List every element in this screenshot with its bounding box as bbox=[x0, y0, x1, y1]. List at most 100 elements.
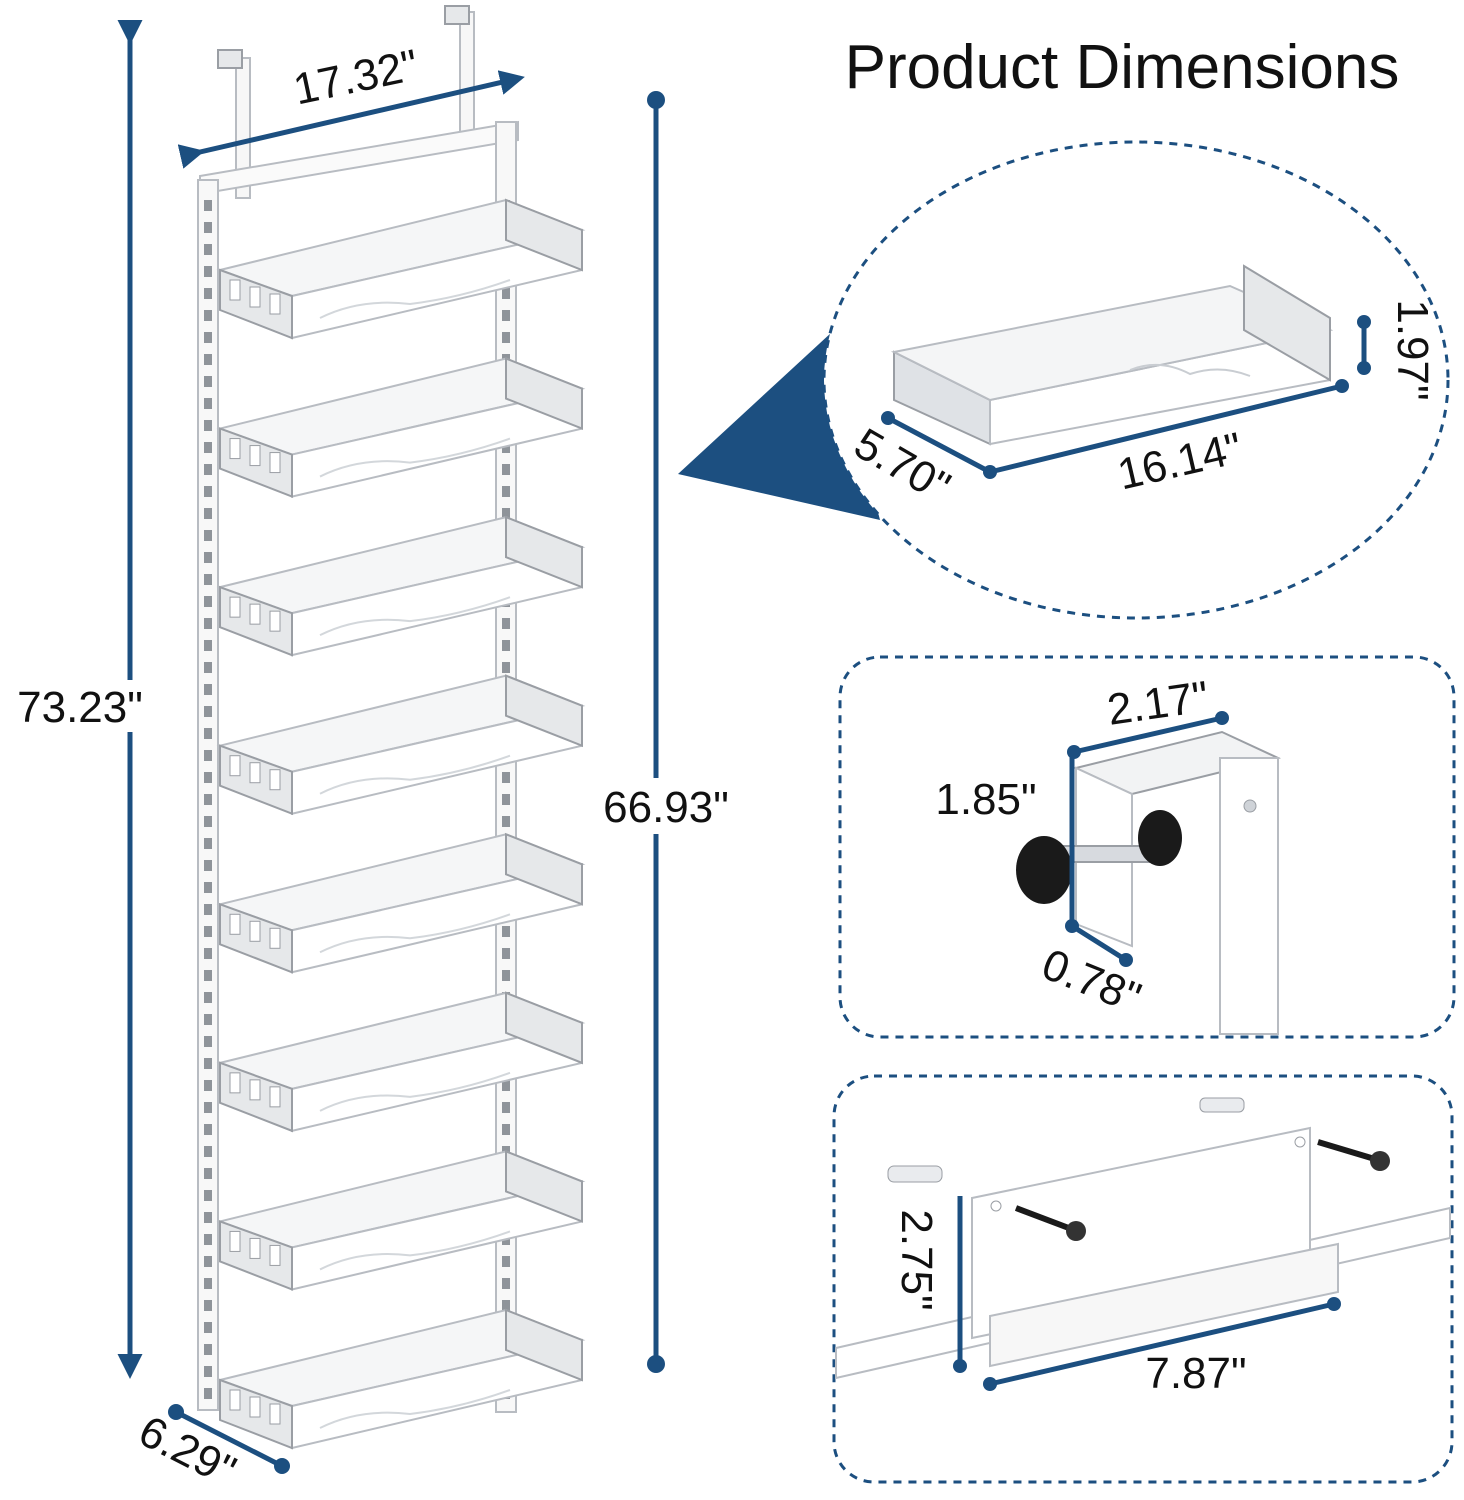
upright-slot bbox=[204, 244, 212, 255]
upright-slot bbox=[204, 1234, 212, 1245]
upright-slot bbox=[204, 1102, 212, 1113]
upright-slot bbox=[204, 1014, 212, 1025]
upright-slot bbox=[204, 508, 212, 519]
basket-illustration bbox=[890, 264, 1334, 861]
wall-bracket-illustration bbox=[835, 1097, 1451, 1380]
upright-slot bbox=[204, 332, 212, 343]
upright-slot bbox=[204, 266, 212, 277]
upright-slot bbox=[204, 420, 212, 431]
upright-slot bbox=[204, 530, 212, 541]
upright-slot bbox=[502, 1102, 510, 1113]
rack-rail-height-dimension: 66.93" bbox=[580, 91, 750, 1373]
upright-slot bbox=[204, 1366, 212, 1377]
basket-detail-callout: 1.97" 5.70" 16.14" bbox=[678, 140, 1450, 861]
upright-slot bbox=[204, 794, 212, 805]
upright-slot bbox=[204, 354, 212, 365]
rack-shelf bbox=[216, 991, 586, 1133]
upright-slot bbox=[204, 398, 212, 409]
upright-slot bbox=[204, 596, 212, 607]
upright-slot bbox=[204, 464, 212, 475]
wall-bracket-detail-panel: 2.75" 7.87" bbox=[832, 1074, 1454, 1484]
screw-right bbox=[1317, 1139, 1379, 1163]
upright-slot bbox=[204, 1212, 212, 1223]
upright-slot bbox=[204, 816, 212, 827]
upright-slot bbox=[204, 442, 212, 453]
upright-slot bbox=[204, 486, 212, 497]
anchor-plug-top bbox=[1199, 1097, 1245, 1113]
upright-slot bbox=[204, 926, 212, 937]
rack-shelf bbox=[216, 515, 586, 657]
bracket-width-label: 7.87" bbox=[1145, 1349, 1246, 1398]
upright-slot bbox=[502, 464, 510, 475]
upright-slot bbox=[502, 948, 510, 959]
rack-shelf bbox=[216, 357, 586, 499]
hook-detail-panel: 2.17" 1.85" 0.78" bbox=[838, 655, 1456, 1039]
rail-height-bottom-dot bbox=[647, 1355, 665, 1373]
upright-slot bbox=[204, 222, 212, 233]
upright-slot bbox=[204, 1080, 212, 1091]
upright-slot bbox=[204, 1388, 212, 1399]
rack-width-arrow bbox=[177, 70, 525, 169]
door-rack-illustration bbox=[197, 5, 586, 1450]
rack-shelves bbox=[216, 198, 586, 1450]
upright-slot bbox=[204, 1058, 212, 1069]
upright-slot bbox=[204, 1036, 212, 1047]
upright-slot bbox=[204, 618, 212, 629]
bracket-height-label: 2.75" bbox=[892, 1209, 941, 1310]
screw-left bbox=[1014, 1205, 1076, 1233]
upright-slot bbox=[204, 1124, 212, 1135]
upright-slot bbox=[502, 508, 510, 519]
upright-slot bbox=[204, 376, 212, 387]
upright-slot bbox=[204, 1256, 212, 1267]
upright-slot bbox=[204, 706, 212, 717]
rack-shelf bbox=[216, 1308, 586, 1450]
anchor-plug-left bbox=[887, 1165, 943, 1183]
upright-slot bbox=[502, 618, 510, 629]
upright-slot bbox=[502, 794, 510, 805]
rack-shelf bbox=[216, 1149, 586, 1291]
hook-knob-back bbox=[1138, 810, 1182, 866]
upright-slot bbox=[204, 288, 212, 299]
upright-slot bbox=[204, 1278, 212, 1289]
upright-slot bbox=[204, 772, 212, 783]
upright-slot bbox=[502, 288, 510, 299]
upright-slot bbox=[502, 662, 510, 673]
upright-slot bbox=[204, 860, 212, 871]
upright-slot bbox=[502, 310, 510, 321]
upright-slot bbox=[502, 816, 510, 827]
rack-total-height-label: 73.23" bbox=[17, 683, 143, 732]
upright-slot bbox=[204, 310, 212, 321]
rack-shelf bbox=[216, 198, 586, 340]
upright-slot bbox=[502, 442, 510, 453]
upright-slot bbox=[204, 662, 212, 673]
upright-slot bbox=[502, 1080, 510, 1091]
upright-slot bbox=[502, 1300, 510, 1311]
upright-slot bbox=[204, 838, 212, 849]
door-hook-right bbox=[444, 5, 475, 137]
rack-rail-height-label: 66.93" bbox=[603, 783, 729, 832]
upright-slot bbox=[502, 772, 510, 783]
upright-slot bbox=[204, 684, 212, 695]
upright-slot bbox=[204, 750, 212, 761]
basket-height-label: 1.97" bbox=[1388, 299, 1437, 400]
rack-shelf bbox=[216, 674, 586, 816]
hook-clamp-illustration bbox=[1016, 730, 1281, 1035]
rail-height-top-dot bbox=[647, 91, 665, 109]
upright-slot bbox=[204, 574, 212, 585]
upright-slot bbox=[204, 1168, 212, 1179]
upright-slot bbox=[502, 1124, 510, 1135]
upright-slot bbox=[502, 640, 510, 651]
upright-slot bbox=[502, 1278, 510, 1289]
upright-slot bbox=[204, 1344, 212, 1355]
upright-slot bbox=[204, 640, 212, 651]
upright-slot bbox=[204, 882, 212, 893]
upright-slot bbox=[502, 926, 510, 937]
upright-slot bbox=[204, 1322, 212, 1333]
upright-slot bbox=[502, 332, 510, 343]
hook-knob-front bbox=[1016, 836, 1072, 904]
upright-slot bbox=[204, 992, 212, 1003]
upright-slot bbox=[204, 948, 212, 959]
rack-shelf bbox=[216, 832, 586, 974]
upright-slot bbox=[204, 728, 212, 739]
